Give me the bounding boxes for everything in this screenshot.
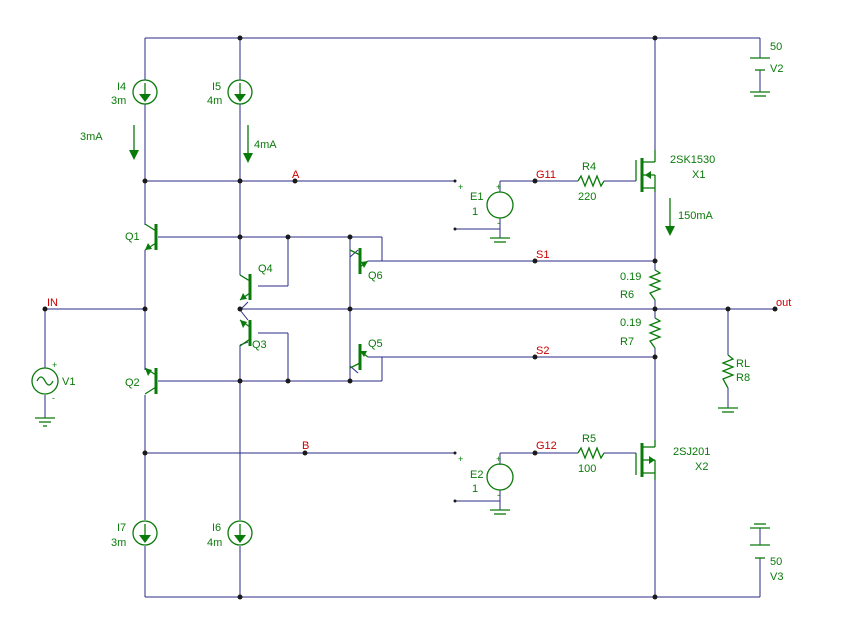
e1-plus: + xyxy=(496,182,501,192)
e2-plus: + xyxy=(496,454,501,464)
net-in: IN xyxy=(47,297,58,309)
battery-v2 xyxy=(750,57,770,71)
current-source-i7 xyxy=(132,520,158,546)
resistor-r4 xyxy=(577,174,605,188)
e1-value: 1 xyxy=(472,206,478,218)
current-arrow-x1 xyxy=(665,198,675,236)
current-arrow-i4 xyxy=(129,125,139,160)
transistor-q3 xyxy=(239,319,252,347)
v2-value: 50 xyxy=(770,41,782,53)
e2-minus: - xyxy=(497,490,500,500)
transistor-q4 xyxy=(239,274,252,301)
x1-part-label: 2SK1530 xyxy=(670,154,715,166)
r6-value: 0.19 xyxy=(620,271,641,283)
q1-label: Q1 xyxy=(125,231,140,243)
x2-part-label: 2SJ201 xyxy=(673,446,710,458)
net-s1: S1 xyxy=(536,249,549,261)
e2-plus-input: + xyxy=(458,454,463,464)
current-arrow-i5 xyxy=(243,125,253,163)
e1-plus-input: + xyxy=(458,182,463,192)
i4-value: 3m xyxy=(111,95,126,107)
r4-name: R4 xyxy=(582,161,596,173)
i6-name: I6 xyxy=(212,522,221,534)
x1-name-label: X1 xyxy=(692,169,705,181)
mosfet-x2 xyxy=(635,440,656,480)
rl-ref: R8 xyxy=(736,372,750,384)
junction-dots xyxy=(42,35,778,600)
resistor-r5 xyxy=(577,446,605,460)
rl-name: RL xyxy=(736,358,750,370)
q4-label: Q4 xyxy=(258,263,273,275)
i7-name: I7 xyxy=(117,522,126,534)
r5-value: 100 xyxy=(578,463,596,475)
v1-name: V1 xyxy=(62,376,75,388)
net-s2: S2 xyxy=(536,345,549,357)
ground-symbols xyxy=(35,91,770,529)
mosfet-x1 xyxy=(635,150,656,192)
q3-label: Q3 xyxy=(252,339,267,351)
i4-current-label: 3mA xyxy=(80,131,103,143)
e2-value: 1 xyxy=(472,483,478,495)
current-source-i5 xyxy=(227,79,253,105)
v1-minus: - xyxy=(52,393,55,403)
e1-minus: - xyxy=(497,218,500,228)
i6-value: 4m xyxy=(207,537,222,549)
i5-name: I5 xyxy=(212,81,221,93)
r6-name: R6 xyxy=(620,289,634,301)
net-g11: G11 xyxy=(536,169,556,181)
voltage-source-e1 xyxy=(486,191,514,219)
v1-plus: + xyxy=(52,360,57,370)
v2-name: V2 xyxy=(770,63,783,75)
x2-name-label: X2 xyxy=(695,461,708,473)
i5-value: 4m xyxy=(207,95,222,107)
current-source-i4 xyxy=(132,79,158,105)
r5-name: R5 xyxy=(582,433,596,445)
e1-name: E1 xyxy=(470,191,483,203)
transistor-q2 xyxy=(144,367,158,395)
i5-current-label: 4mA xyxy=(254,139,277,151)
resistor-rl xyxy=(721,354,735,389)
i4-name: I4 xyxy=(117,81,126,93)
r7-name: R7 xyxy=(620,336,634,348)
labels: I4 3m I5 4m I7 3m I6 4m 3mA 4mA 150mA Q1… xyxy=(47,41,791,583)
transistor-q5 xyxy=(349,344,369,370)
resistor-r7 xyxy=(648,317,662,349)
q5-label: Q5 xyxy=(368,338,383,350)
transistor-q6 xyxy=(349,248,369,274)
battery-v3 xyxy=(750,544,770,559)
net-b: B xyxy=(302,440,309,452)
r7-value: 0.19 xyxy=(620,317,641,329)
net-g12: G12 xyxy=(536,440,557,452)
resistor-r6 xyxy=(648,269,662,301)
voltage-source-e2 xyxy=(486,463,514,491)
transistor-q1 xyxy=(144,223,158,251)
voltage-source-v1 xyxy=(31,367,59,395)
e2-name: E2 xyxy=(470,469,483,481)
x1-current-label: 150mA xyxy=(678,210,714,222)
r4-value: 220 xyxy=(578,191,596,203)
current-source-i6 xyxy=(227,520,253,546)
net-a: A xyxy=(292,169,300,181)
q2-label: Q2 xyxy=(125,377,140,389)
v3-name: V3 xyxy=(770,571,783,583)
v3-value: 50 xyxy=(770,556,782,568)
wires xyxy=(44,37,775,598)
q6-label: Q6 xyxy=(368,270,383,282)
i7-value: 3m xyxy=(111,537,126,549)
net-out: out xyxy=(776,297,791,309)
